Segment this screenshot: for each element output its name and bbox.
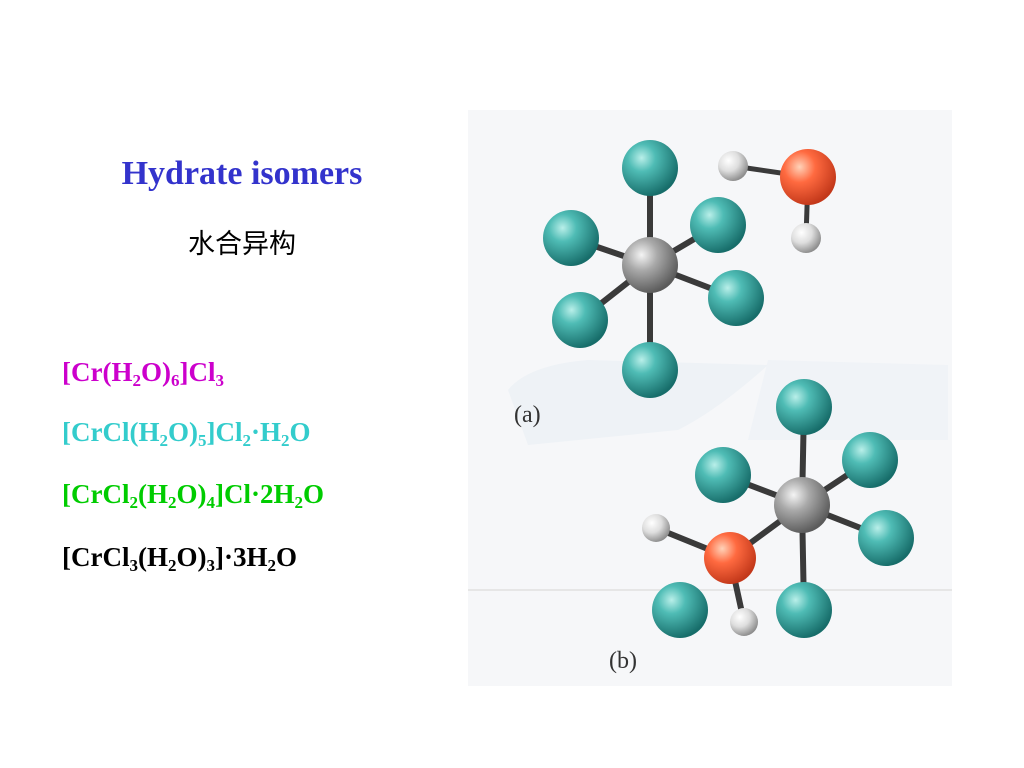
ligand-b-2 — [842, 432, 898, 488]
ligand-a-3 — [543, 210, 599, 266]
panel-label-a: (a) — [514, 402, 541, 428]
formula-text: [Cr(H — [62, 357, 133, 387]
formula-text: (H — [137, 542, 168, 572]
hydrogen-atom-a-1 — [718, 151, 748, 181]
formula-subscript: 2 — [129, 493, 138, 512]
formula-trichlorotriaqua: [CrCl3(H2O)3]·3H2O — [62, 542, 297, 575]
molecule-a: (a) — [514, 140, 836, 428]
formula-subscript: 2 — [159, 431, 168, 450]
oxygen-atom-a — [780, 149, 836, 205]
formula-text: ]Cl·2H — [214, 479, 295, 509]
formula-subscript: 3 — [215, 371, 224, 390]
formula-subscript: 3 — [129, 556, 138, 575]
formula-text: O — [289, 417, 311, 447]
molecular-models-figure: (a) — [468, 110, 952, 686]
formula-subscript: 2 — [280, 431, 290, 450]
formula-subscript: 2 — [167, 556, 177, 575]
formula-hexaaqua: [Cr(H2O)6]Cl3 — [62, 357, 224, 390]
hydrogen-atom-b-2 — [730, 608, 758, 636]
oxygen-atom-b — [704, 532, 756, 584]
hydrogen-atom-a-2 — [791, 223, 821, 253]
slide-title: Hydrate isomers — [121, 155, 363, 192]
ligand-b-5 — [776, 582, 832, 638]
formula-dichlorotetraaqua: [CrCl2(H2O)4]Cl·2H2O — [62, 479, 324, 512]
formula-subscript: 6 — [170, 371, 180, 390]
formula-text: ]Cl — [206, 417, 243, 447]
ligand-a-5 — [552, 292, 608, 348]
formula-subscript: 2 — [167, 493, 177, 512]
slide-subtitle: 水合异构 — [188, 229, 296, 260]
panel-label-b: (b) — [609, 648, 637, 674]
formula-text: O) — [176, 542, 207, 572]
formula-text: ]Cl — [179, 357, 216, 387]
ligand-b-3 — [695, 447, 751, 503]
formula-subscript: 2 — [294, 493, 303, 512]
water-molecule-a — [718, 149, 836, 253]
formula-text: [CrCl — [62, 479, 130, 509]
formula-text: O) — [176, 479, 207, 509]
metal-atom-a — [622, 237, 678, 293]
formula-text: O — [275, 542, 297, 572]
ligand-b-4 — [858, 510, 914, 566]
formula-subscript: 2 — [132, 371, 141, 390]
formula-text: O — [302, 479, 324, 509]
ligand-a-4 — [708, 270, 764, 326]
formula-text: O) — [167, 417, 198, 447]
formula-text: ]·3H — [214, 542, 268, 572]
formula-subscript: 3 — [206, 556, 215, 575]
formula-subscript: 4 — [206, 493, 215, 512]
formula-subscript: 2 — [267, 556, 276, 575]
formula-subscript: 2 — [242, 431, 251, 450]
ligand-b-6 — [652, 582, 708, 638]
formula-text: (H — [137, 479, 168, 509]
ligand-a-6 — [622, 342, 678, 398]
formula-text: [CrCl(H — [62, 417, 160, 447]
molecule-b: (b) — [609, 379, 914, 674]
ligand-b-1 — [776, 379, 832, 435]
background-shape-a — [508, 360, 768, 445]
metal-atom-b — [774, 477, 830, 533]
ligand-a-2 — [690, 197, 746, 253]
formula-text: [CrCl — [62, 542, 130, 572]
formula-text: ·H — [250, 417, 281, 447]
hydrogen-atom-b-1 — [642, 514, 670, 542]
ligand-a-1 — [622, 140, 678, 196]
formula-chloropentaaqua: [CrCl(H2O)5]Cl2·H2O — [62, 417, 311, 450]
formula-text: O) — [140, 357, 171, 387]
formula-subscript: 5 — [197, 431, 207, 450]
